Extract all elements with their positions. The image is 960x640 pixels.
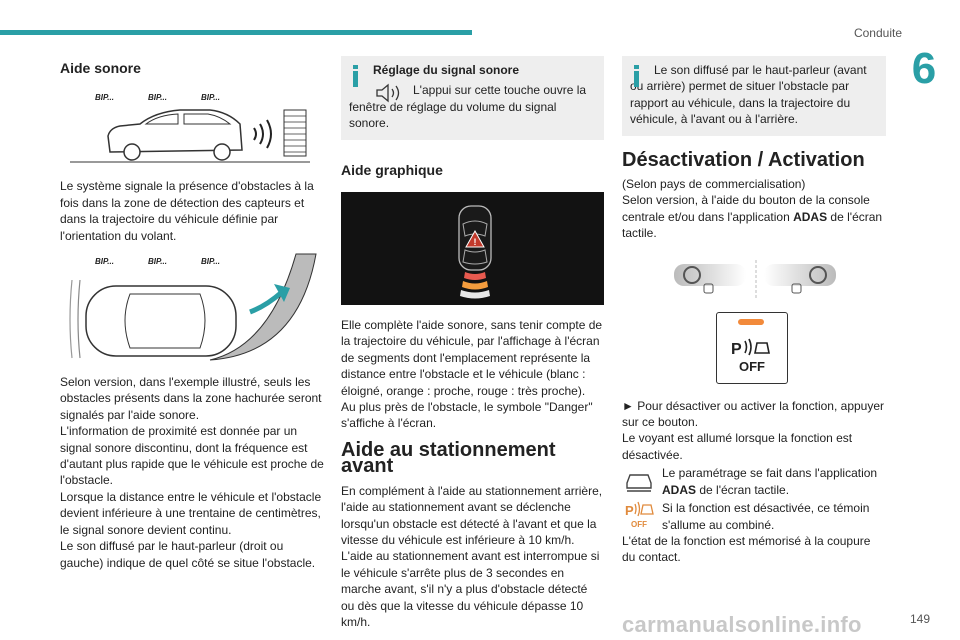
bip-label: BIP... — [95, 93, 114, 102]
bip-label: BIP... — [95, 257, 114, 266]
paragraph: Selon version, dans l'exemple illustré, … — [60, 375, 322, 422]
text-span: Le paramétrage se fait dans l'applicatio… — [662, 466, 878, 481]
park-assist-off-button[interactable]: P OFF — [716, 311, 788, 384]
section-heading-aide-stationnement-avant: Aide au stationnement avant — [341, 438, 556, 478]
icon-row-text: Le paramétrage se fait dans l'applicatio… — [656, 465, 886, 498]
chapter-number: 6 — [911, 44, 937, 93]
button-led-indicator — [738, 318, 764, 325]
info-text: Le son diffusé par le haut-parleur (avan… — [630, 63, 867, 127]
bip-label: BIP... — [201, 257, 220, 266]
paragraph: L'état de la fonction est mémorisé à la … — [622, 533, 871, 565]
console-button-locations — [674, 259, 836, 298]
column-1: Aide sonore BIP... BIP... BIP... Le syst… — [60, 56, 324, 571]
car-settings-icon — [626, 474, 652, 492]
section-heading-aide-sonore: Aide sonore — [60, 60, 141, 76]
paragraph: Le système signale la présence d'obstacl… — [60, 179, 314, 243]
paragraph: Selon version, à l'aide du bouton de la … — [622, 192, 886, 241]
chapter-progress-bar — [0, 30, 472, 35]
paragraph: (Selon pays de commercialisation) — [622, 177, 806, 192]
text-span: de l'écran tactile. — [622, 209, 883, 241]
watermark: carmanualsonline.info — [622, 612, 862, 637]
parking-sensor-icon: P — [731, 338, 770, 358]
icon-row-adas: Le paramétrage se fait dans l'applicatio… — [622, 465, 886, 498]
svg-text:P: P — [731, 341, 742, 358]
park-assist-off-warning-icon: P OFF — [625, 501, 654, 529]
car-obstacle-illustration: BIP... BIP... BIP... — [70, 93, 310, 163]
paragraph: ► Pour désactiver ou activer la fonction… — [622, 398, 885, 430]
chapter-title: Conduite — [853, 26, 902, 40]
off-label: OFF — [739, 358, 765, 374]
text-span: Selon version, à l'aide du bouton de la … — [622, 193, 870, 224]
speaker-icon — [376, 84, 400, 103]
paragraph: Au plus près de l'obstacle, le symbole "… — [341, 400, 593, 431]
page-number: 149 — [909, 612, 930, 626]
graphic-display-panel: ! — [341, 192, 604, 306]
info-box-speaker: Le son diffusé par le haut-parleur (avan… — [622, 56, 886, 136]
paragraph: L'information de proximité est donnée pa… — [60, 424, 324, 488]
icon-row-text: Si la fonction est désactivée, ce témoin… — [662, 501, 870, 532]
icon-row-warning-light: P OFF Si la fonction est désactivée, ce … — [622, 500, 886, 533]
section-heading-desactivation-activation: Désactivation / Activation — [622, 148, 865, 171]
bip-label: BIP... — [201, 93, 220, 102]
paragraph: Lorsque la distance entre le véhicule et… — [60, 489, 322, 537]
svg-text:P: P — [625, 503, 634, 518]
car-trajectory-illustration: BIP... BIP... BIP... — [69, 253, 317, 361]
column-2: Réglage du signal sonore L'appui sur cet… — [341, 56, 604, 630]
info-box-signal-setting: Réglage du signal sonore L'appui sur cet… — [341, 56, 604, 140]
info-icon — [349, 65, 363, 87]
paragraph: Le son diffusé par le haut-parleur (droi… — [60, 539, 316, 570]
paragraph: L'aide au stationnement avant est interr… — [341, 549, 600, 629]
bip-label: BIP... — [148, 257, 167, 266]
column-3: Le son diffusé par le haut-parleur (avan… — [622, 56, 886, 566]
vehicle-top-view-display: ! — [458, 205, 492, 299]
section-heading-aide-graphique: Aide graphique — [341, 161, 443, 178]
warning-off-label: OFF — [631, 520, 647, 529]
paragraph: En complément à l'aide au stationnement … — [341, 483, 603, 547]
info-title: Réglage du signal sonore — [373, 63, 520, 77]
info-icon — [630, 65, 644, 87]
svg-text:!: ! — [474, 237, 477, 247]
text-span: de l'écran tactile. — [696, 482, 790, 497]
paragraph: Le voyant est allumé lorsque la fonction… — [622, 431, 853, 462]
bip-label: BIP... — [148, 93, 167, 102]
adas-app-name: ADAS — [793, 209, 828, 224]
info-text: L'appui sur cette touche ouvre la fenêtr… — [349, 83, 587, 131]
adas-app-name: ADAS — [662, 482, 697, 497]
paragraph: Elle complète l'aide sonore, sans tenir … — [341, 318, 603, 398]
